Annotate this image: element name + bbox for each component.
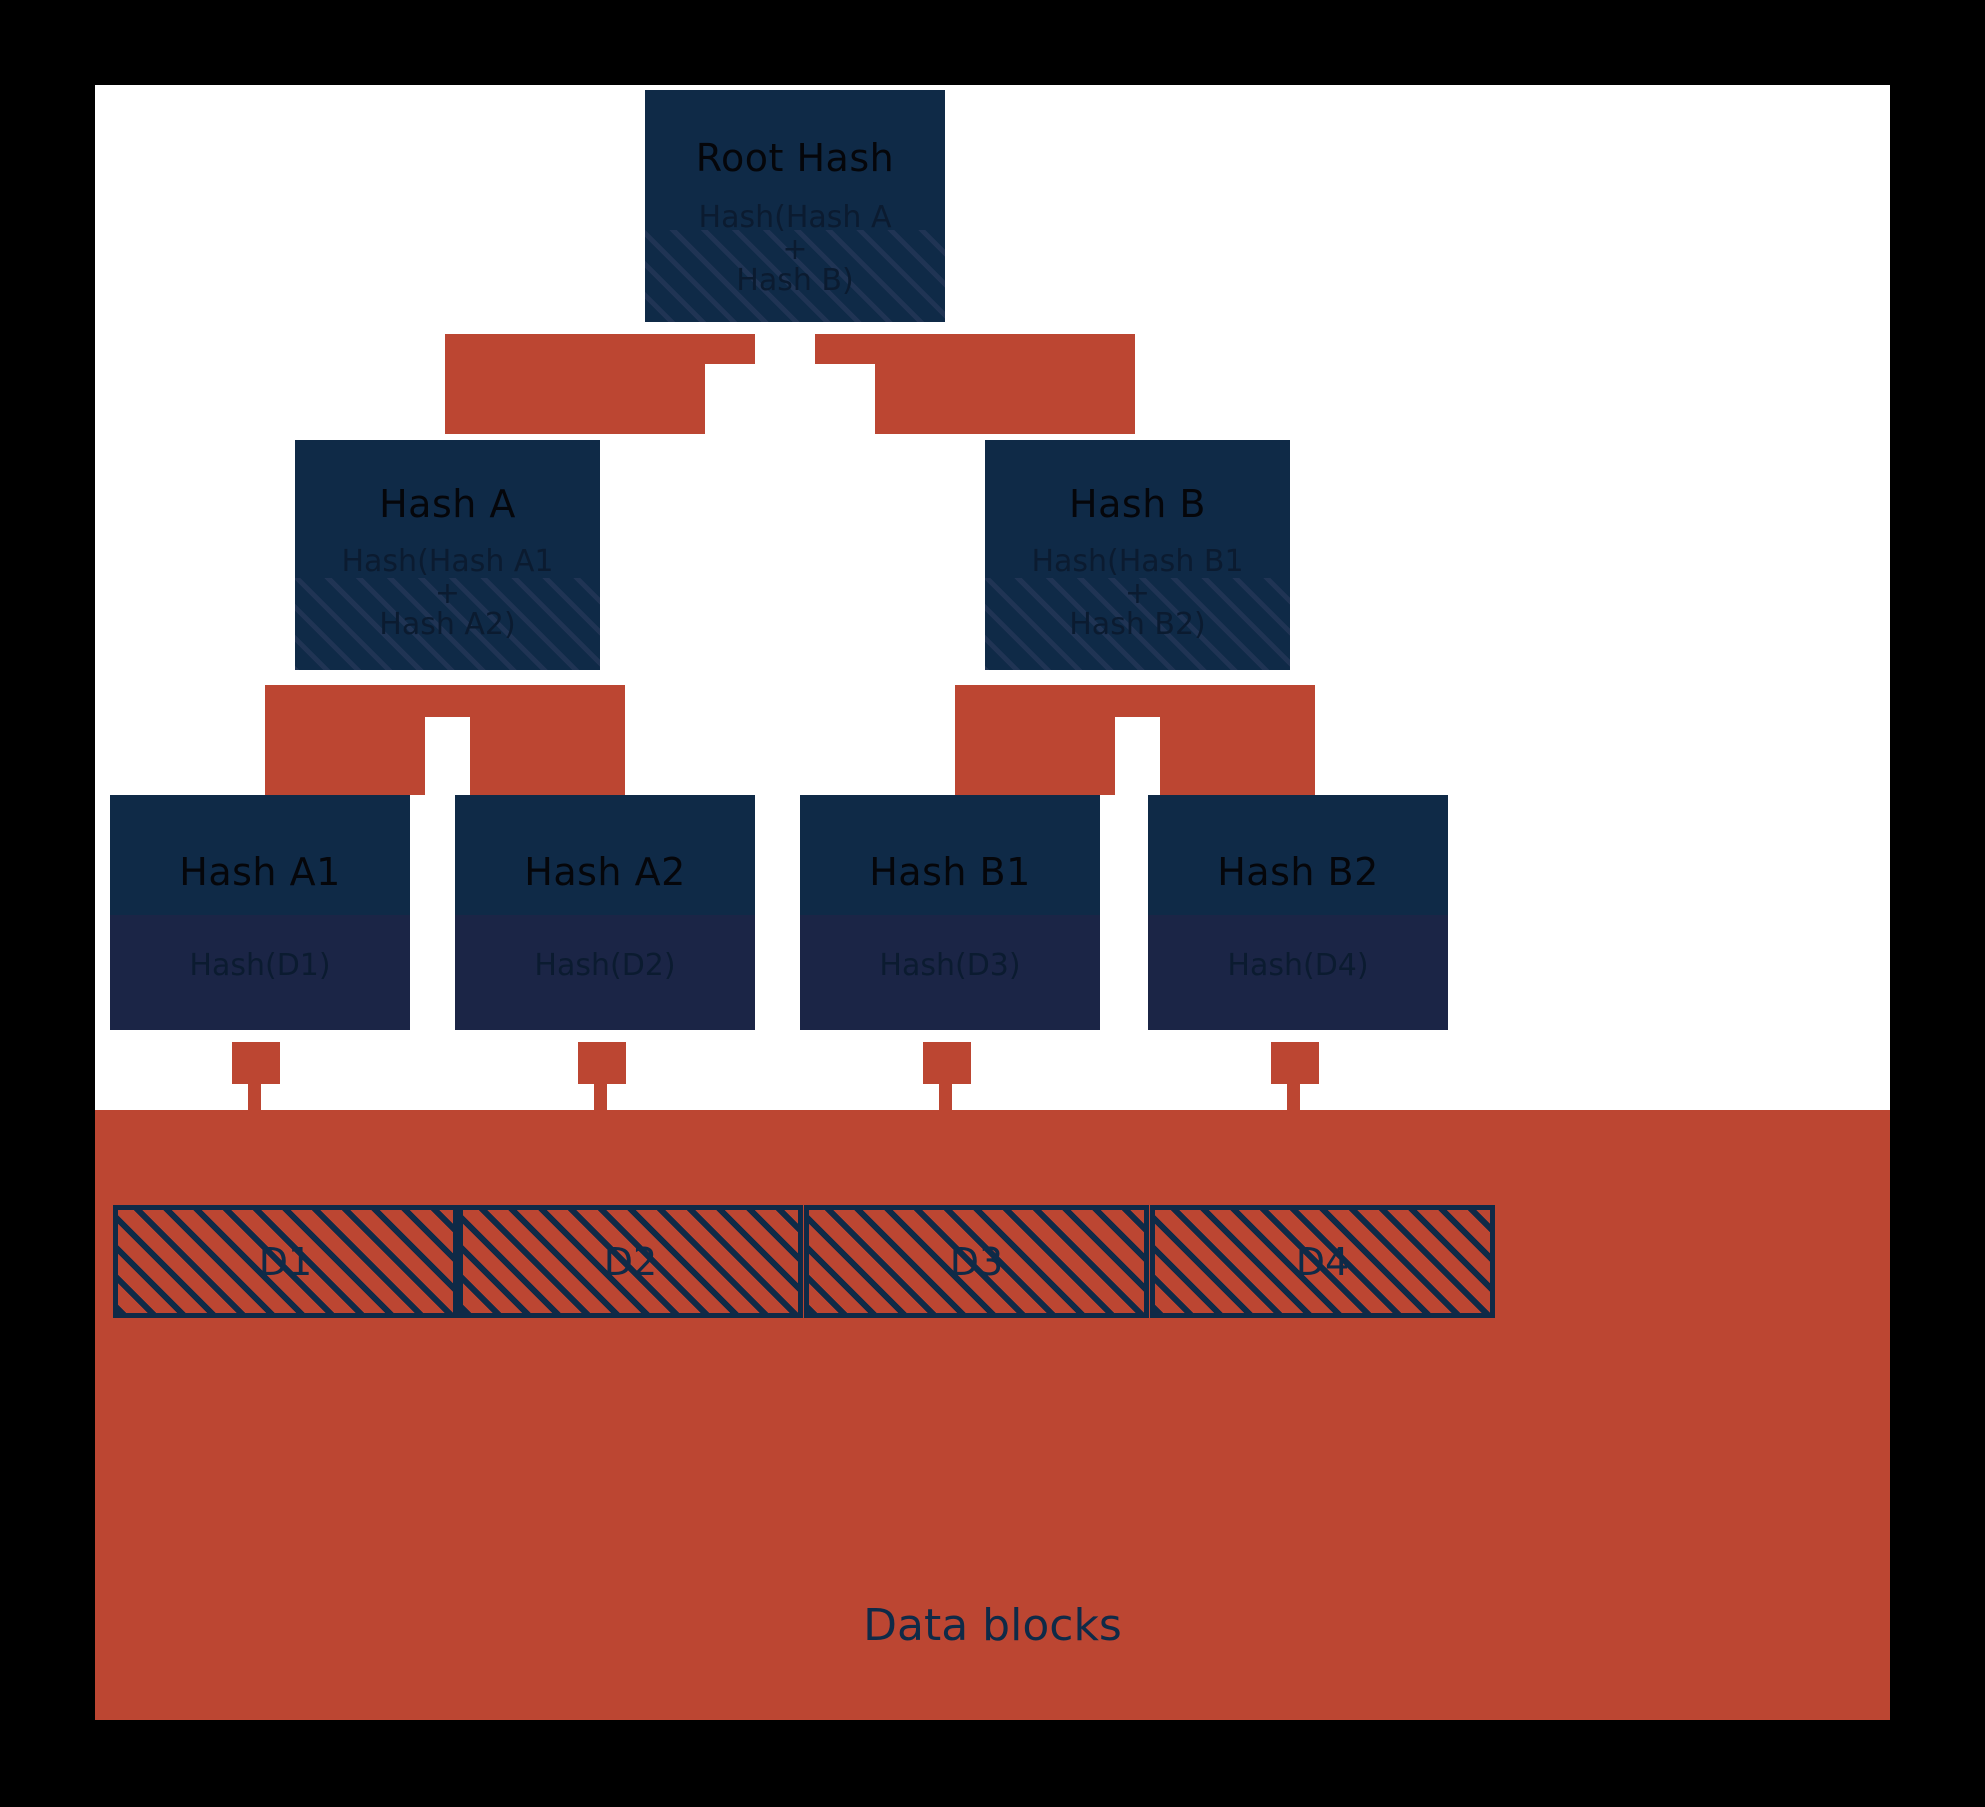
data-block-d4-label: D4 <box>1295 1239 1350 1284</box>
root-title: Root Hash <box>695 136 895 180</box>
node-hash-a1[interactable]: Hash A1 Hash(D1) <box>110 795 410 1030</box>
node-hash-b2[interactable]: Hash B2 Hash(D4) <box>1148 795 1448 1030</box>
data-blocks-label: Data blocks <box>863 1600 1122 1651</box>
hash-a1-formula: Hash(D1) <box>189 948 331 983</box>
node-hash-a[interactable]: Hash A Hash(Hash A1 + Hash A2) <box>295 440 600 670</box>
connector-d1-square <box>232 1042 280 1084</box>
connector-d4-square <box>1271 1042 1319 1084</box>
node-hash-a2[interactable]: Hash A2 Hash(D2) <box>455 795 755 1030</box>
hash-b1-formula: Hash(D3) <box>879 948 1021 983</box>
hash-a2-band <box>455 915 755 1030</box>
hash-a2-title: Hash A2 <box>524 850 686 894</box>
connector-d2-square <box>578 1042 626 1084</box>
hash-a2-formula: Hash(D2) <box>534 948 676 983</box>
root-formula: Hash(Hash A + Hash B) <box>698 200 892 298</box>
connector-d3-square <box>923 1042 971 1084</box>
hash-b2-band <box>1148 915 1448 1030</box>
data-block-d2[interactable]: D2 <box>458 1205 803 1318</box>
hash-a1-band <box>110 915 410 1030</box>
arrow-hash-a2-to-hash-a-head <box>420 685 625 717</box>
connector-d3-stem <box>939 1080 952 1115</box>
hash-b2-formula: Hash(D4) <box>1227 948 1369 983</box>
node-hash-b1[interactable]: Hash B1 Hash(D3) <box>800 795 1100 1030</box>
hash-b2-title: Hash B2 <box>1217 850 1379 894</box>
data-block-d4[interactable]: D4 <box>1150 1205 1495 1318</box>
arrow-hashb-to-root-stem <box>875 334 1135 434</box>
node-hash-b[interactable]: Hash B Hash(Hash B1 + Hash B2) <box>985 440 1290 670</box>
hash-b1-title: Hash B1 <box>869 850 1031 894</box>
hash-a-title: Hash A <box>379 482 516 526</box>
data-block-d2-label: D2 <box>603 1239 658 1284</box>
arrow-hash-b2-to-hash-b-head <box>1110 685 1315 717</box>
hash-a-formula: Hash(Hash A1 + Hash A2) <box>341 544 554 642</box>
connector-d4-stem <box>1287 1080 1300 1115</box>
node-root-hash[interactable]: Root Hash Hash(Hash A + Hash B) <box>645 90 945 322</box>
data-block-d1-label: D1 <box>258 1239 313 1284</box>
connector-d2-stem <box>594 1080 607 1115</box>
hash-b-formula: Hash(Hash B1 + Hash B2) <box>1031 544 1244 642</box>
arrow-hasha-to-root-stem <box>445 334 705 434</box>
hash-b-title: Hash B <box>1069 482 1206 526</box>
diagram-canvas: Root Hash Hash(Hash A + Hash B) Hash A H… <box>95 85 1890 1720</box>
hash-a1-title: Hash A1 <box>179 850 341 894</box>
hash-b1-band <box>800 915 1100 1030</box>
data-block-d3-label: D3 <box>949 1239 1004 1284</box>
data-block-d3[interactable]: D3 <box>804 1205 1149 1318</box>
connector-d1-stem <box>248 1080 261 1115</box>
data-block-d1[interactable]: D1 <box>113 1205 458 1318</box>
data-blocks-panel: D1 D2 D3 D4 Data blocks <box>95 1110 1890 1720</box>
